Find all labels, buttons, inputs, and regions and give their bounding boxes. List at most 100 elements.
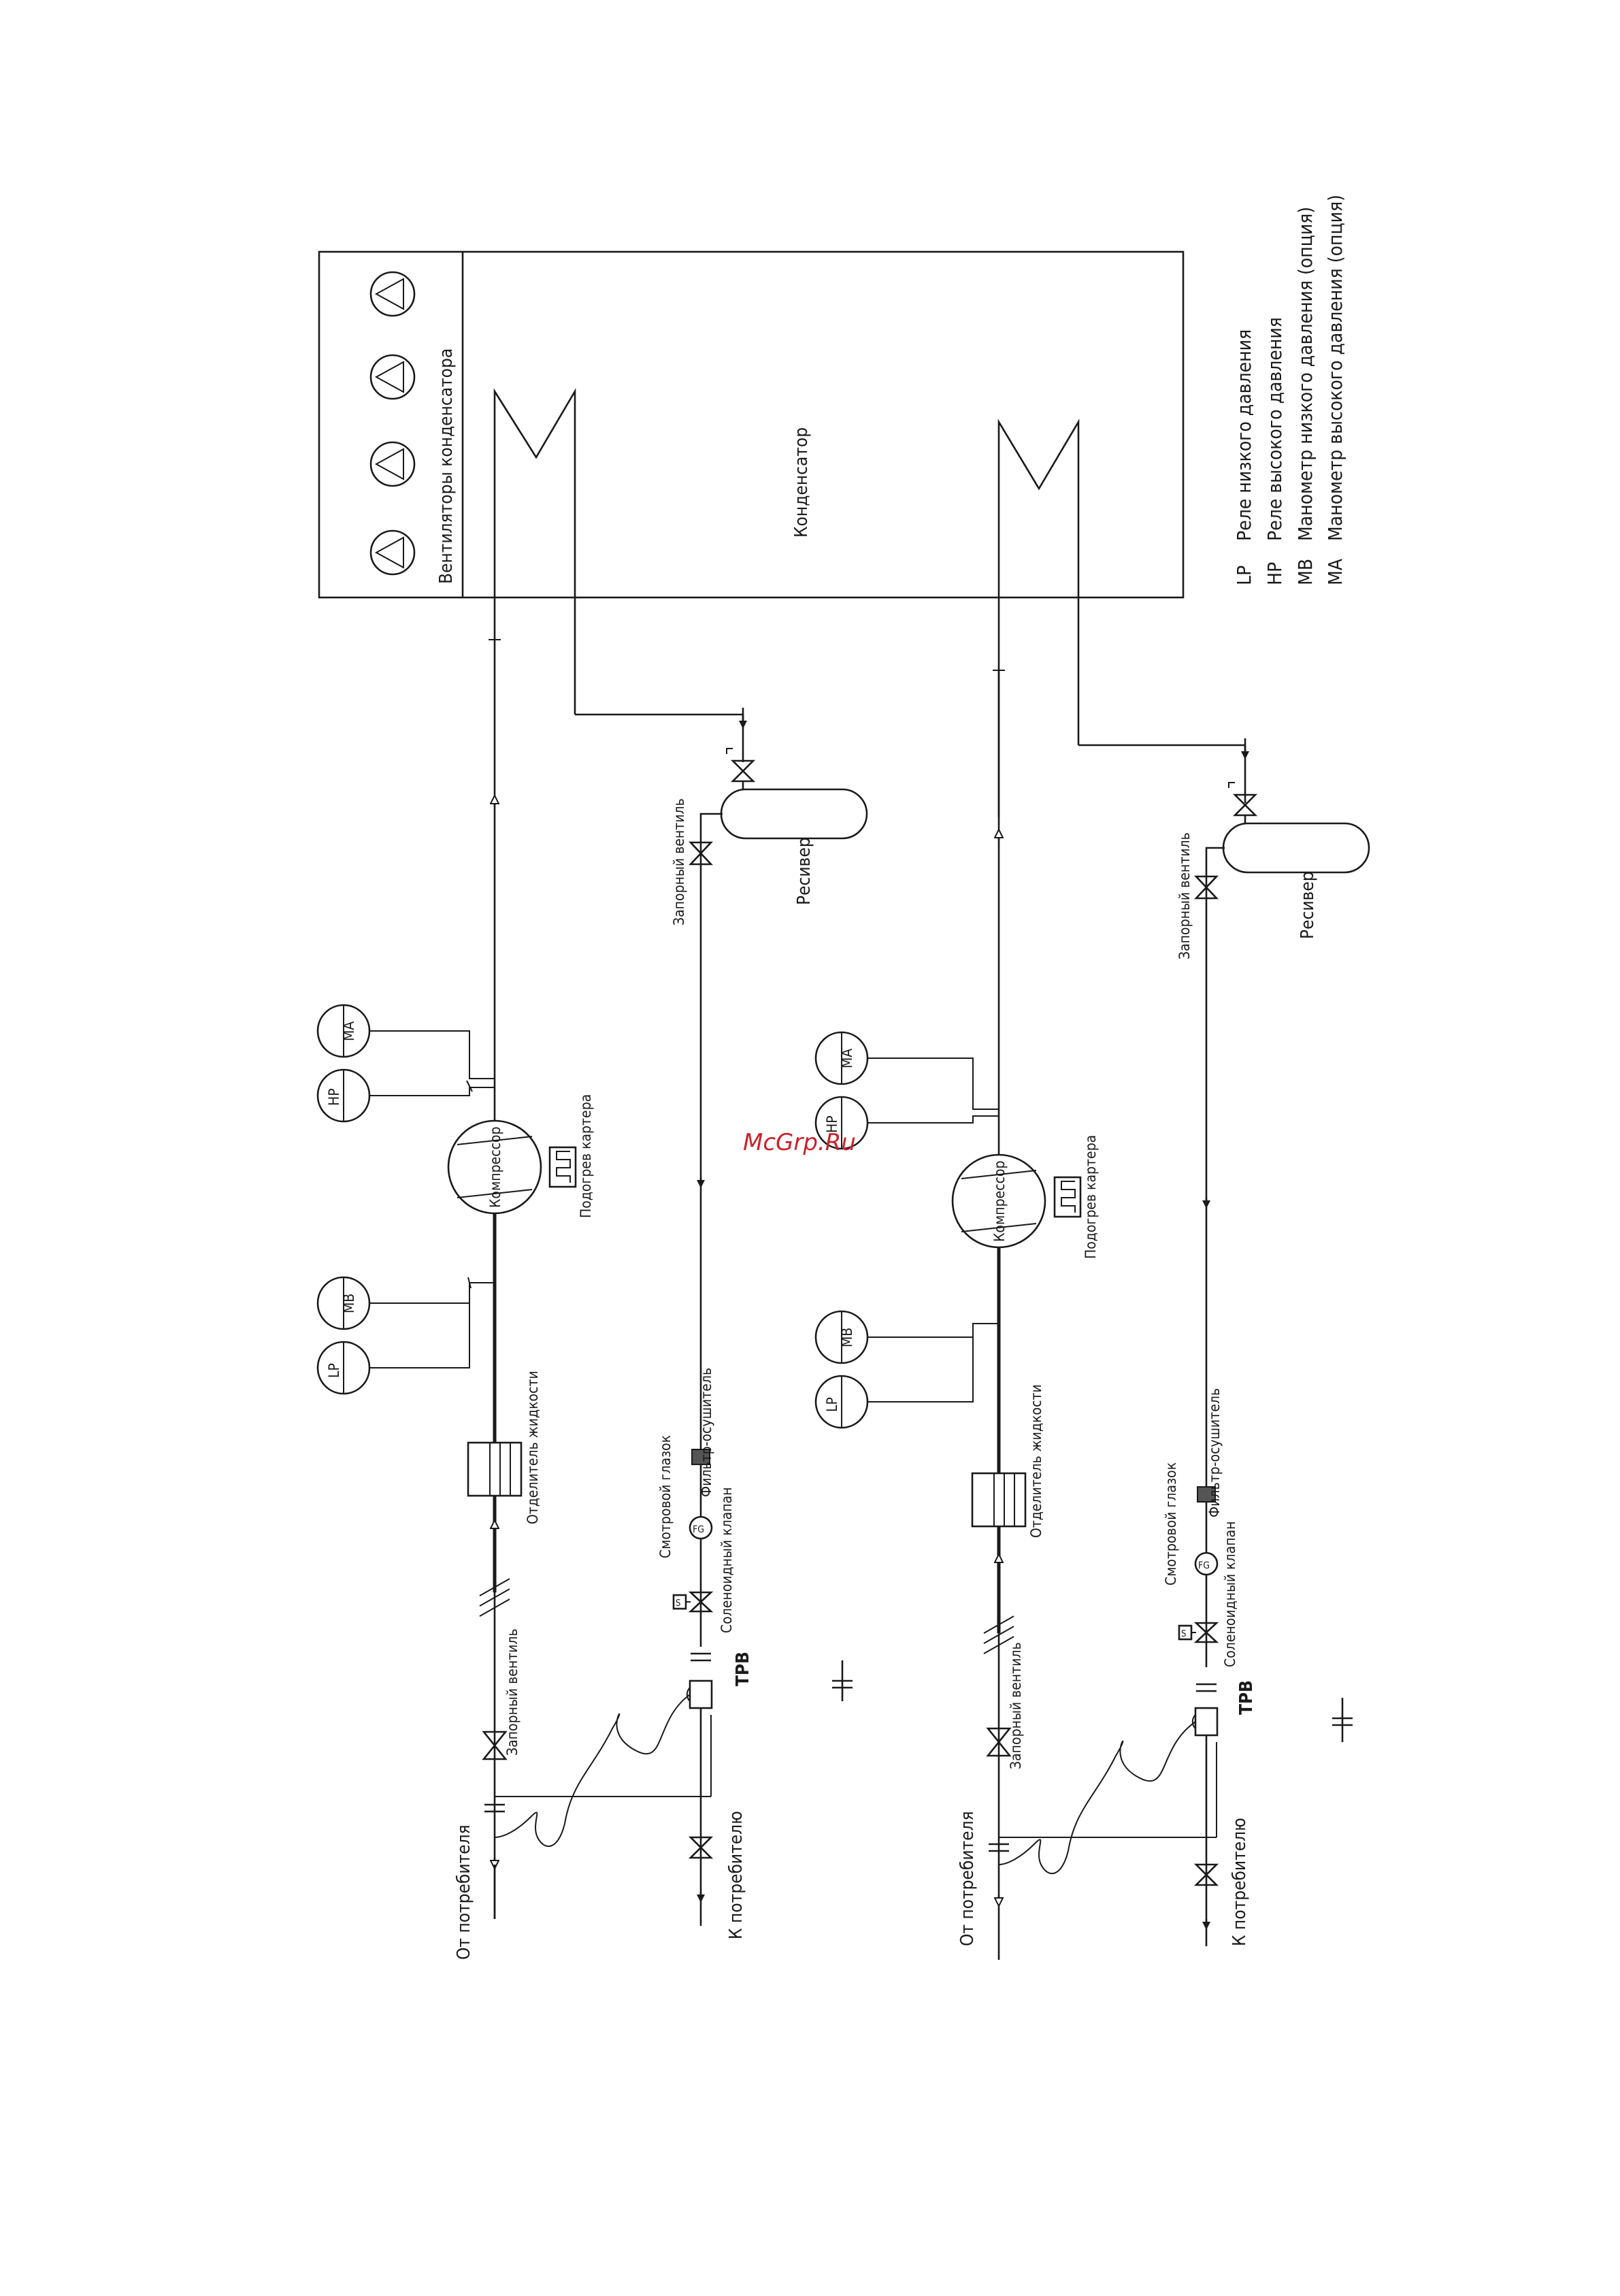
- svg-text:MA: MA: [839, 1049, 855, 1068]
- receiver-label: Ресивер: [1297, 871, 1318, 939]
- liquid-separator: [467, 1441, 523, 1497]
- lp-pressure-switch: LP: [316, 1341, 371, 1395]
- capillary-tube: [494, 1694, 691, 1848]
- svg-text:HP: HP: [326, 1088, 342, 1106]
- condenser-frame: [318, 250, 1185, 599]
- svg-text:HP: HP: [824, 1115, 840, 1133]
- ma-high-pressure-gauge: MA: [316, 1004, 371, 1058]
- svg-text:LP: LP: [824, 1397, 840, 1412]
- condenser-label: Конденсатор: [791, 427, 812, 538]
- solenoid-valve: S: [1178, 1622, 1219, 1643]
- receiver-outlet-shutoff-valve: [688, 841, 714, 866]
- svg-text:S: S: [1181, 1629, 1186, 1639]
- receiver-label: Ресивер: [794, 837, 814, 905]
- hp-pressure-switch: HP: [316, 1068, 371, 1123]
- legend-text: Манометр низкого давления (опция): [1294, 207, 1317, 541]
- svg-text:Компрессор: Компрессор: [487, 1126, 503, 1208]
- receiver-valve-label: Запорный вентиль: [671, 798, 687, 925]
- from-consumer-label: От потребителя: [454, 1824, 474, 1960]
- svg-text:FG: FG: [1198, 1560, 1210, 1571]
- suction-valve-label: Запорный вентиль: [504, 1628, 520, 1756]
- legend-code: MA: [1324, 558, 1346, 585]
- txv-label: ТРВ: [1236, 1680, 1257, 1715]
- svg-text:MB: MB: [341, 1294, 357, 1313]
- condenser-fan-icon: [369, 271, 416, 317]
- to-consumer-label: К потребителю: [1229, 1818, 1250, 1946]
- crankcase-heater-label: Подогрев картера: [578, 1094, 594, 1218]
- compressor: Компрессор: [951, 1153, 1046, 1249]
- liquid-separator-label: Отделитель жидкости: [525, 1371, 541, 1524]
- coupling-mark: [832, 1660, 853, 1701]
- mb-low-pressure-gauge: MB: [814, 1310, 869, 1364]
- legend-code: MB: [1294, 559, 1317, 585]
- condenser-unit: Вентиляторы конденсатора Конденсатор: [318, 250, 1185, 817]
- legend-text: Реле высокого давления: [1263, 317, 1286, 541]
- receiver-tank: [720, 781, 868, 840]
- to-consumer-label: К потребителю: [726, 1811, 746, 1939]
- condenser-coil-1: [493, 388, 576, 715]
- liquid-separator: [971, 1472, 1027, 1528]
- svg-text:FG: FG: [693, 1524, 704, 1535]
- txv-label: ТРВ: [733, 1652, 753, 1686]
- mb-low-pressure-gauge: MB: [316, 1276, 371, 1330]
- legend-text: Манометр высокого давления (опция): [1324, 195, 1346, 541]
- liquid-separator-label: Отделитель жидкости: [1028, 1384, 1044, 1538]
- sight-glass-label: Смотровой глазок: [1163, 1462, 1179, 1586]
- flex-connector-hatch: [983, 1616, 1014, 1654]
- liquid-line: [1205, 847, 1225, 1667]
- ma-high-pressure-gauge: MA: [814, 1031, 869, 1085]
- refrigeration-circuit-2: От потребителя Запорный вентиль Отделите…: [814, 670, 1370, 1960]
- legend-text: Реле низкого давления: [1233, 329, 1255, 541]
- flex-connector-hatch: [479, 1578, 510, 1617]
- crankcase-heater-icon: [548, 1146, 577, 1188]
- txv-valve: [686, 1679, 713, 1709]
- sight-glass: FG: [689, 1515, 713, 1540]
- receiver-tank: [1222, 815, 1370, 874]
- solenoid-valve-label: Соленоидный клапан: [1222, 1521, 1238, 1667]
- filter-dryer-label: Фильтр-осушитель: [1206, 1388, 1223, 1518]
- outlet-shutoff-valve: [1193, 1863, 1219, 1886]
- receiver-valve-label: Запорный вентиль: [1176, 832, 1193, 960]
- txv-valve: [1191, 1707, 1219, 1737]
- fans-label: Вентиляторы конденсатора: [436, 348, 457, 584]
- outlet-shutoff-valve: [688, 1836, 714, 1859]
- sight-glass-label: Смотровой глазок: [657, 1435, 674, 1558]
- suction-valve-label: Запорный вентиль: [1008, 1642, 1024, 1769]
- liquid-line: [699, 813, 723, 1647]
- receiver-inlet-valve: [726, 748, 756, 783]
- legend-code: HP: [1263, 562, 1286, 585]
- crankcase-heater-label: Подогрев картера: [1082, 1135, 1099, 1259]
- lp-pressure-switch: LP: [814, 1375, 869, 1429]
- svg-text:S: S: [676, 1598, 680, 1609]
- condenser-fan-icon: [369, 354, 416, 400]
- coupling-mark: [1332, 1698, 1353, 1742]
- svg-text:MB: MB: [839, 1328, 855, 1347]
- filter-dryer-label: Фильтр-осушитель: [698, 1368, 714, 1497]
- svg-text:MA: MA: [341, 1021, 357, 1041]
- sight-glass: FG: [1194, 1552, 1219, 1576]
- capillary-tube: [998, 1721, 1196, 1875]
- solenoid-valve: S: [672, 1591, 714, 1613]
- suction-shutoff-valve: [986, 1727, 1012, 1757]
- compressor: Компрессор: [447, 1119, 542, 1215]
- refrigeration-circuit-1: От потребителя Запорный вентиль Отделите…: [316, 639, 868, 1960]
- condenser-coil-2: [997, 419, 1080, 817]
- legend: LP Реле низкого давления HP Реле высоког…: [1233, 195, 1346, 585]
- crankcase-heater-icon: [1053, 1176, 1082, 1218]
- solenoid-valve-label: Соленоидный клапан: [718, 1487, 735, 1633]
- condenser-fan-icon: [369, 529, 416, 576]
- receiver-outlet-shutoff-valve: [1193, 875, 1219, 900]
- watermark: McGrp.Ru: [743, 1129, 856, 1156]
- suction-shutoff-valve: [482, 1731, 508, 1760]
- receiver-inlet-valve: [1228, 782, 1258, 817]
- hp-pressure-switch: HP: [814, 1096, 869, 1150]
- legend-code: LP: [1233, 565, 1255, 585]
- condenser-fan-icon: [369, 441, 416, 487]
- from-consumer-label: От потребителя: [957, 1811, 978, 1946]
- filter-dryer: [691, 1449, 710, 1465]
- svg-text:Компрессор: Компрессор: [991, 1160, 1008, 1242]
- svg-text:LP: LP: [326, 1363, 342, 1378]
- filter-dryer: [1197, 1486, 1216, 1503]
